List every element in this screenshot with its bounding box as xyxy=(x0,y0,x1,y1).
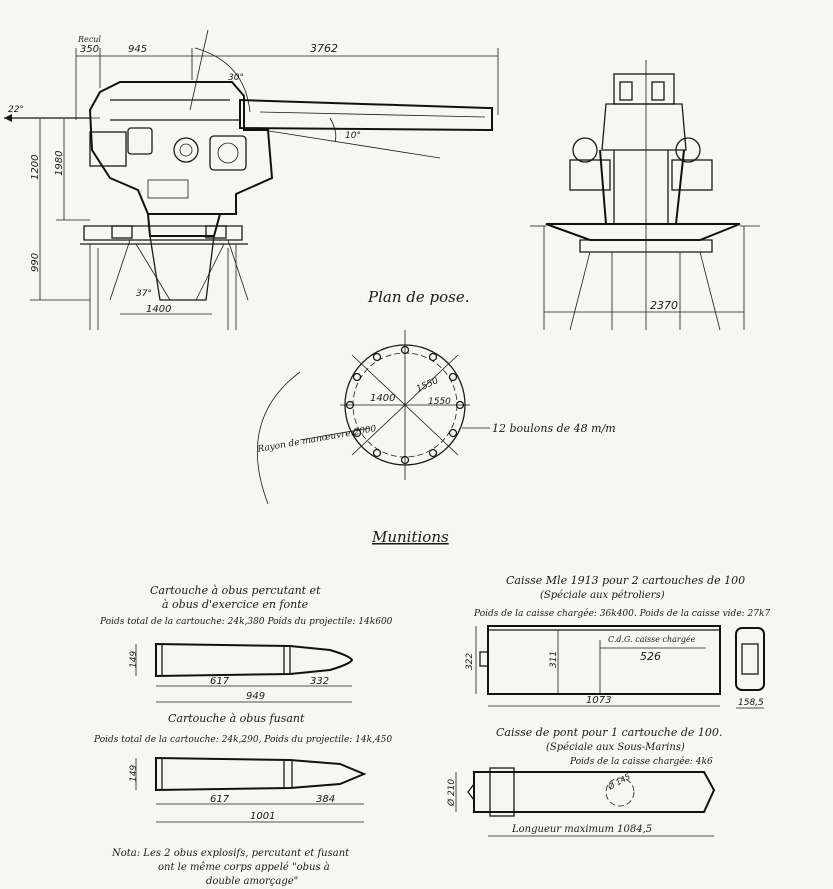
dim-1980: 1980 xyxy=(54,151,65,176)
recul-label: Recul xyxy=(77,35,101,44)
c1-total: 949 xyxy=(246,691,265,702)
c1-len-b: 332 xyxy=(310,676,329,687)
case2-length: Longueur maximum 1084,5 xyxy=(511,824,652,835)
case1-sub: (Spéciale aux pétroliers) xyxy=(540,590,665,601)
c2-len-b: 384 xyxy=(316,794,335,805)
c2-diam: 149 xyxy=(129,765,139,782)
dim-37deg: 37° xyxy=(136,289,152,299)
plan-d1400: 1400 xyxy=(370,393,395,404)
note-line2: ont le même corps appelé "obus à xyxy=(158,862,330,873)
cartouche-percutant: Cartouche à obus percutant et à obus d'e… xyxy=(99,584,393,703)
c1-title2: à obus d'exercice en fonte xyxy=(162,598,309,611)
note: Nota: Les 2 obus explosifs, percutant et… xyxy=(111,848,350,887)
case2-inner: Ø 145 xyxy=(605,771,632,792)
dim-30deg: 30° xyxy=(228,73,244,83)
dim-22deg: 22° xyxy=(8,105,24,115)
case1-h2: 311 xyxy=(549,651,559,668)
case1-title: Caisse Mle 1913 pour 2 cartouches de 100 xyxy=(506,574,745,587)
caisse-petroliers: Caisse Mle 1913 pour 2 cartouches de 100… xyxy=(465,574,770,709)
dim-2370: 2370 xyxy=(650,299,678,312)
c1-diam: 149 xyxy=(129,651,139,668)
dim-350: 350 xyxy=(80,44,99,55)
plan-radius: Rayon de manœuvre:2000 xyxy=(256,424,378,455)
c2-title: Cartouche à obus fusant xyxy=(168,712,305,725)
plan-bolts: 12 boulons de 48 m/m xyxy=(492,422,616,435)
case1-cdg-val: 526 xyxy=(640,650,661,663)
case2-diam: Ø 210 xyxy=(446,779,457,807)
gun-front-view: 2370 xyxy=(530,60,760,331)
c2-total: 1001 xyxy=(250,811,275,822)
c2-len-a: 617 xyxy=(210,794,230,805)
dim-3762: 3762 xyxy=(310,42,338,55)
caisse-sous-marins: Caisse de pont pour 1 cartouche de 100. … xyxy=(446,726,722,837)
case2-sub: (Spéciale aux Sous-Marins) xyxy=(546,742,685,753)
case1-h1: 322 xyxy=(465,653,475,670)
case1-depth: 158,5 xyxy=(738,698,764,708)
case1-length: 1073 xyxy=(586,695,611,706)
dim-1200: 1200 xyxy=(30,155,41,180)
case2-title: Caisse de pont pour 1 cartouche de 100. xyxy=(496,726,722,739)
note-line3: double amorçage" xyxy=(206,876,298,887)
c1-len-a: 617 xyxy=(210,676,230,687)
dim-945: 945 xyxy=(128,44,147,55)
case1-cdg: C.d.G. caisse chargée xyxy=(608,635,696,644)
c1-weight: Poids total de la cartouche: 24k,380 Poi… xyxy=(99,617,393,627)
note-line1: Nota: Les 2 obus explosifs, percutant et… xyxy=(111,848,350,859)
cradle xyxy=(88,81,274,215)
plan-de-pose: Plan de pose. 1400 1550 1550 Rayon de ma… xyxy=(256,288,616,505)
dim-10deg: 10° xyxy=(345,131,361,141)
plan-d1550b: 1550 xyxy=(428,397,451,407)
c2-weight: Poids total de la cartouche: 24k,290, Po… xyxy=(93,735,392,745)
barrel xyxy=(239,98,493,131)
case2-weight: Poids de la caisse chargée: 4k6 xyxy=(569,756,713,767)
cartouche-fusant: Cartouche à obus fusant Poids total de l… xyxy=(93,712,392,823)
gun-side-view: Recul 350 945 3762 30° 10° xyxy=(4,29,499,330)
case1-weight: Poids de la caisse chargée: 36k400. Poid… xyxy=(473,608,770,619)
dim-990: 990 xyxy=(30,253,41,272)
dim-1400: 1400 xyxy=(146,304,171,315)
plan-d1550a: 1550 xyxy=(415,376,440,395)
plan-title: Plan de pose. xyxy=(367,288,469,306)
munitions-title: Munitions xyxy=(371,528,449,546)
c1-title: Cartouche à obus percutant et xyxy=(150,584,321,597)
